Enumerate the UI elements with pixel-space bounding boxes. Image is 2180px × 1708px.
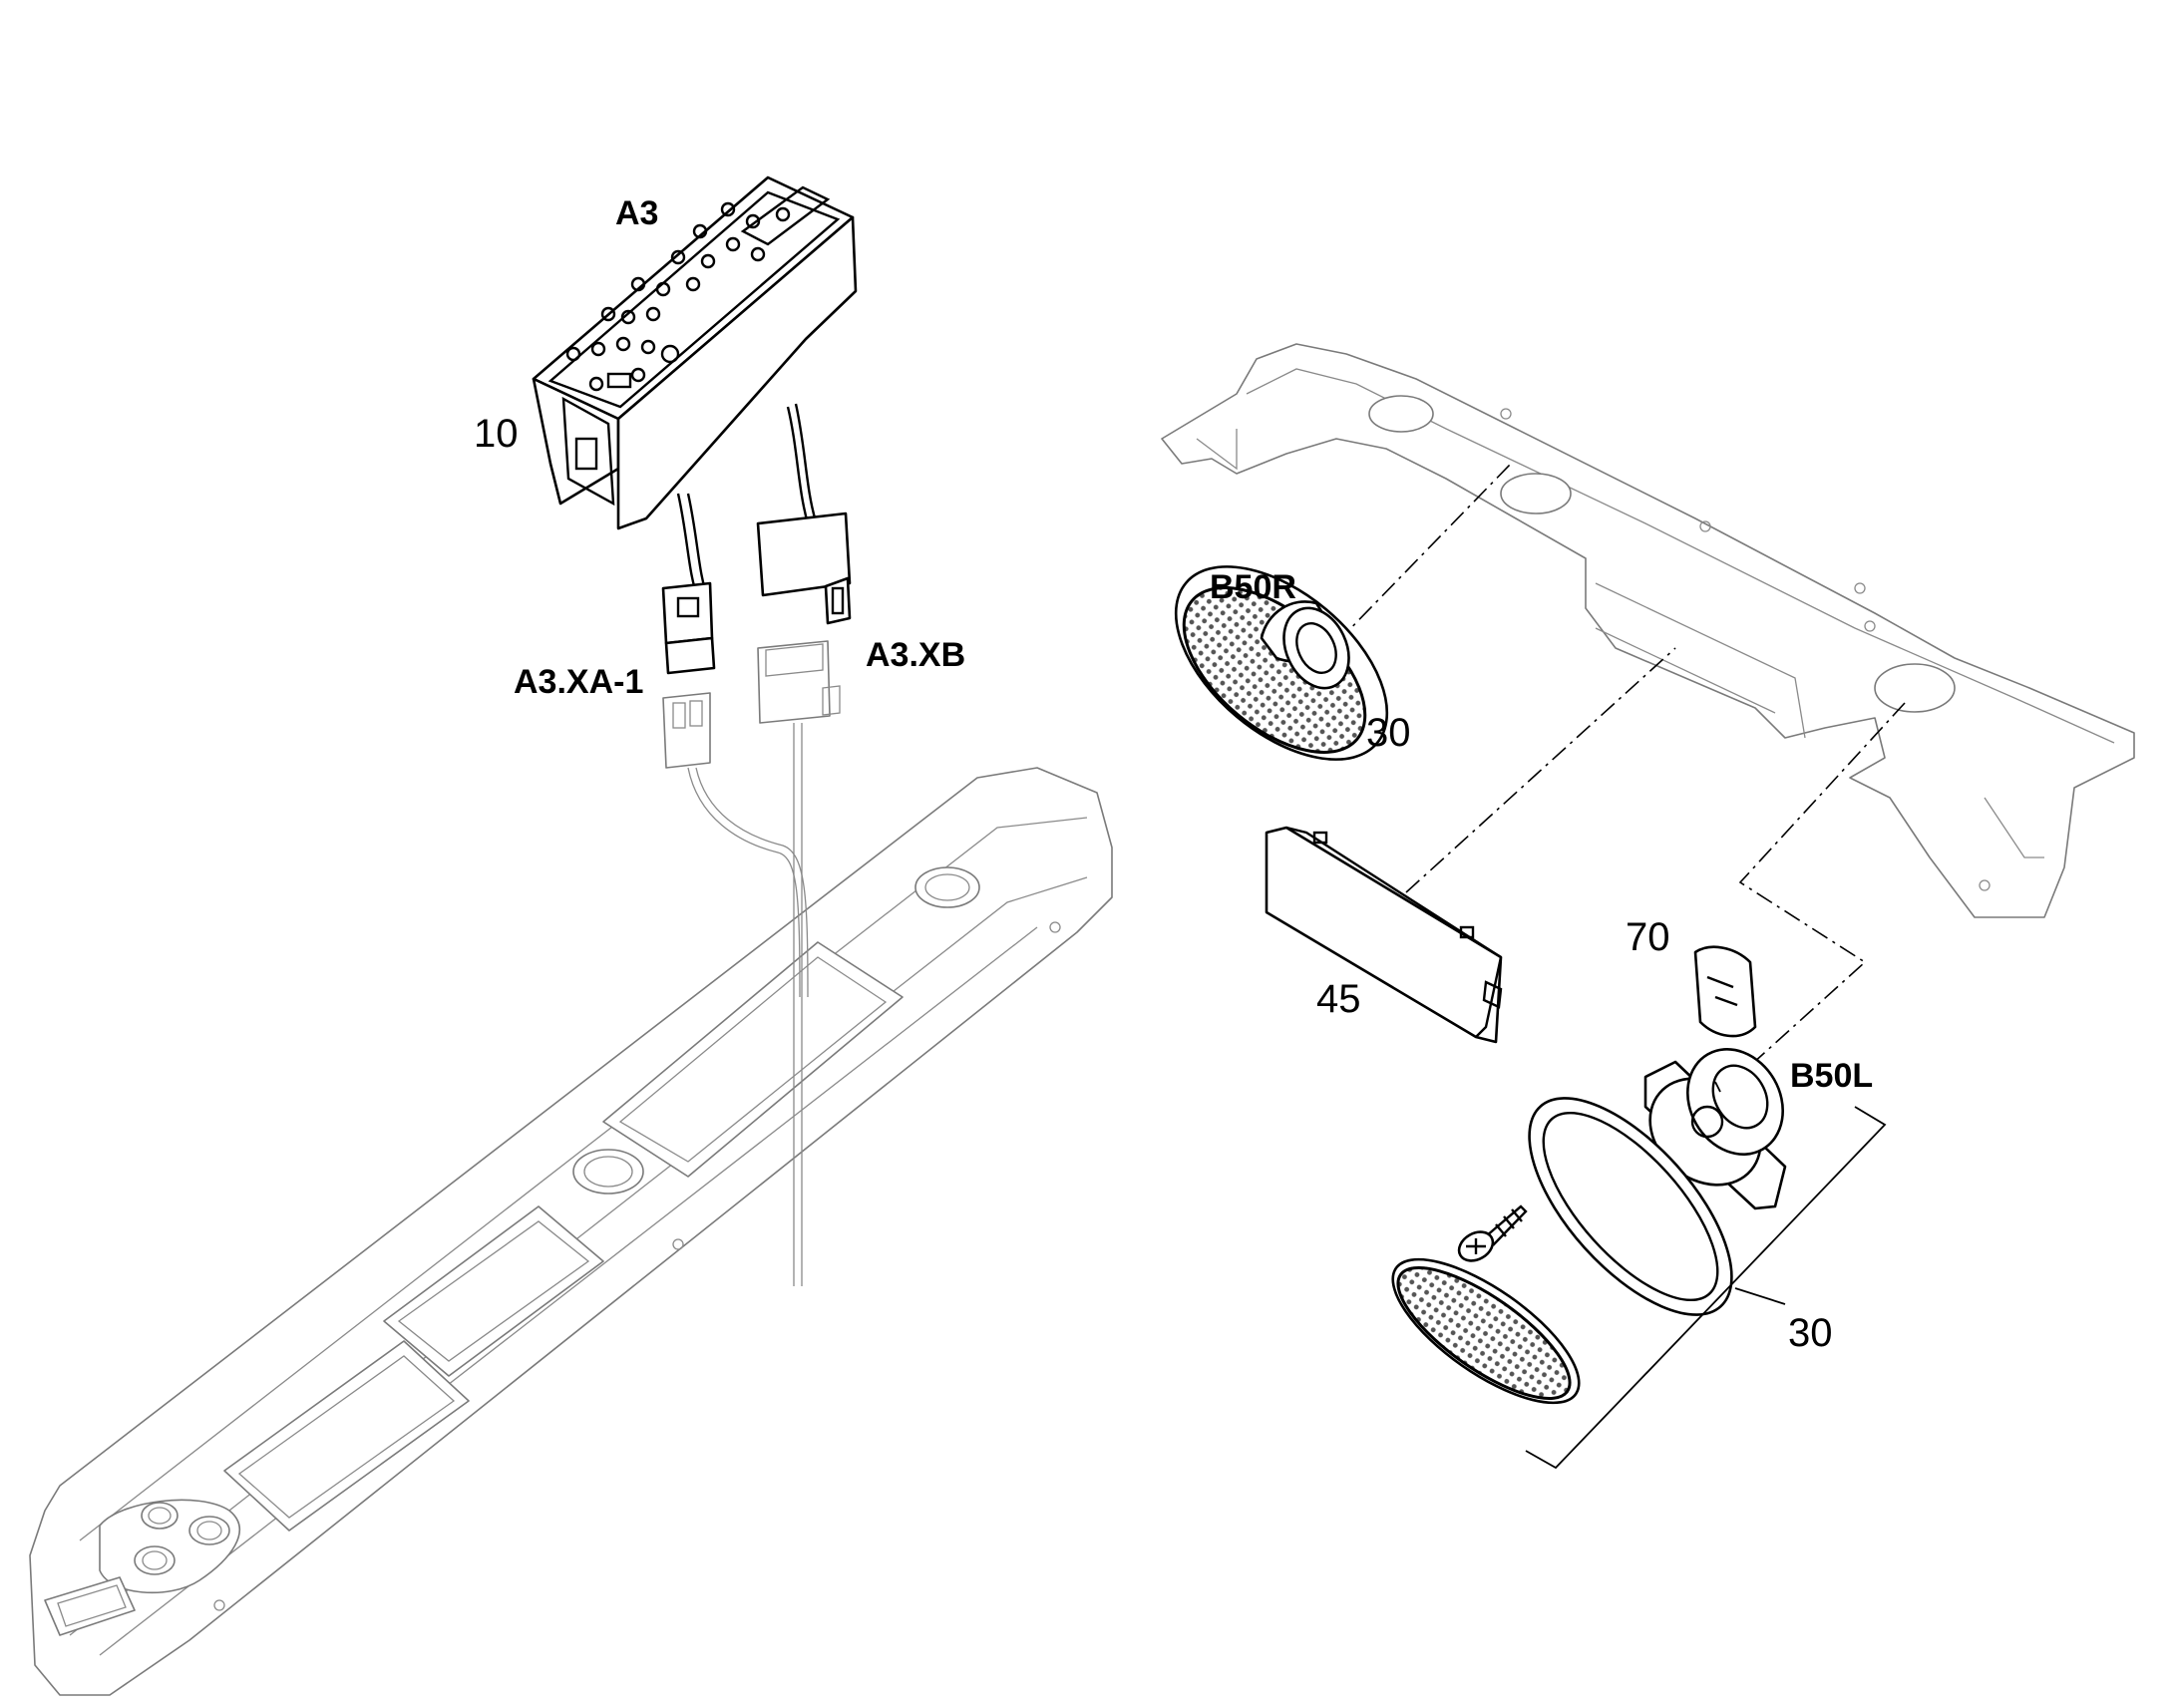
label-b50l: B50L [1790, 1057, 1873, 1095]
clip-70 [1693, 945, 1757, 1038]
label-70: 70 [1626, 915, 1670, 959]
screw [1457, 1204, 1528, 1262]
cable-a3-xb [756, 403, 852, 625]
speaker-mounting-beam [1161, 343, 2135, 918]
speaker-b50l [1643, 1048, 1787, 1210]
label-b50r: B50R [1210, 568, 1296, 606]
leader-lines [1714, 1081, 1721, 1093]
set-bracket [1525, 1106, 1887, 1470]
harness-connector-xb [757, 640, 841, 1286]
label-30-bracket: 30 [1788, 1311, 1833, 1355]
radio-unit-a3 [532, 175, 858, 530]
label-a3: A3 [615, 194, 658, 232]
speaker-grille [1391, 1257, 1581, 1405]
label-45: 45 [1316, 977, 1361, 1021]
label-a3-xa1: A3.XA-1 [514, 663, 643, 701]
label-10: 10 [474, 412, 519, 456]
label-30-right: 30 [1366, 711, 1411, 755]
speaker-ring [1528, 1097, 1733, 1316]
harness-connector-xa1 [662, 692, 809, 998]
cover-panel-45 [1265, 826, 1503, 1044]
cable-a3-xa1 [661, 493, 716, 675]
dashboard-panel [29, 767, 1113, 1696]
label-a3-xb: A3.XB [866, 636, 965, 674]
speaker-b50r [1174, 565, 1389, 761]
